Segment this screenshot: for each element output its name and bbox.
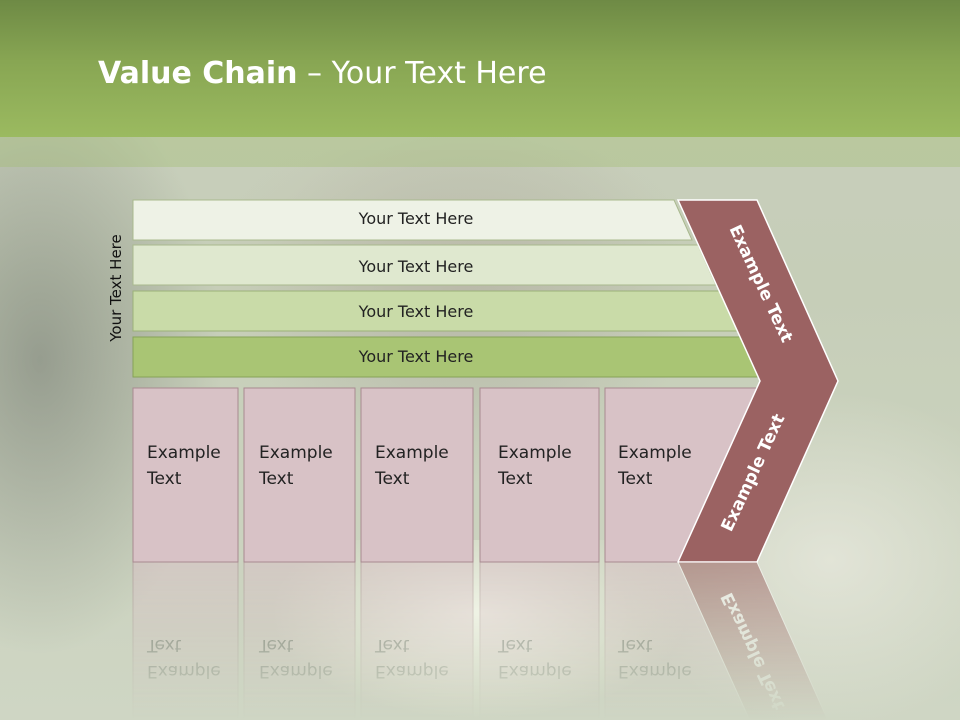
row-4-label: Your Text Here — [358, 347, 474, 366]
box-2 — [243, 387, 356, 563]
box-2-line2: Text — [258, 469, 294, 489]
primary-boxes: Example Text Example Text Example Text E… — [132, 387, 761, 563]
row-3-label: Your Text Here — [358, 302, 474, 321]
box-5-line2: Text — [617, 469, 653, 489]
reflection-box-1-line1: Example — [147, 661, 221, 681]
reflection-box-1-line2: Text — [146, 635, 182, 655]
slide-title: Value Chain – Your Text Here — [98, 54, 547, 94]
box-4-line2: Text — [497, 469, 533, 489]
reflection-box-5-line2: Text — [617, 635, 653, 655]
reflection-box-3-line2: Text — [374, 635, 410, 655]
reflection-box-4-line1: Example — [498, 661, 572, 681]
margin-chevron: Example Text Example Text — [676, 199, 839, 563]
box-3 — [360, 387, 474, 563]
box-3-line1: Example — [375, 443, 449, 463]
box-5-line1: Example — [618, 443, 692, 463]
support-rows: Your Text Here Your Text Here Your Text … — [132, 199, 764, 378]
diagram-reflection: Example Text Example Text Example Text E… — [132, 561, 829, 720]
box-1 — [132, 387, 239, 563]
header-band — [0, 0, 960, 137]
reflection-box-2-line2: Text — [258, 635, 294, 655]
box-4 — [479, 387, 600, 563]
slide-title-bold: Value Chain — [98, 56, 298, 91]
row-2-label: Your Text Here — [358, 257, 474, 276]
box-2-line1: Example — [259, 443, 333, 463]
box-3-line2: Text — [374, 469, 410, 489]
box-1-line1: Example — [147, 443, 221, 463]
box-1-line2: Text — [146, 469, 182, 489]
slide-title-rest: – Your Text Here — [297, 56, 547, 91]
box-4-line1: Example — [498, 443, 572, 463]
row-1-shape — [132, 199, 693, 241]
reflection-box-2-line1: Example — [259, 661, 333, 681]
reflection-box-5-line1: Example — [618, 661, 692, 681]
reflection-box-4-line2: Text — [497, 635, 533, 655]
reflection-box-3-line1: Example — [375, 661, 449, 681]
row-1-label: Your Text Here — [358, 209, 474, 228]
header-subband — [0, 137, 960, 167]
